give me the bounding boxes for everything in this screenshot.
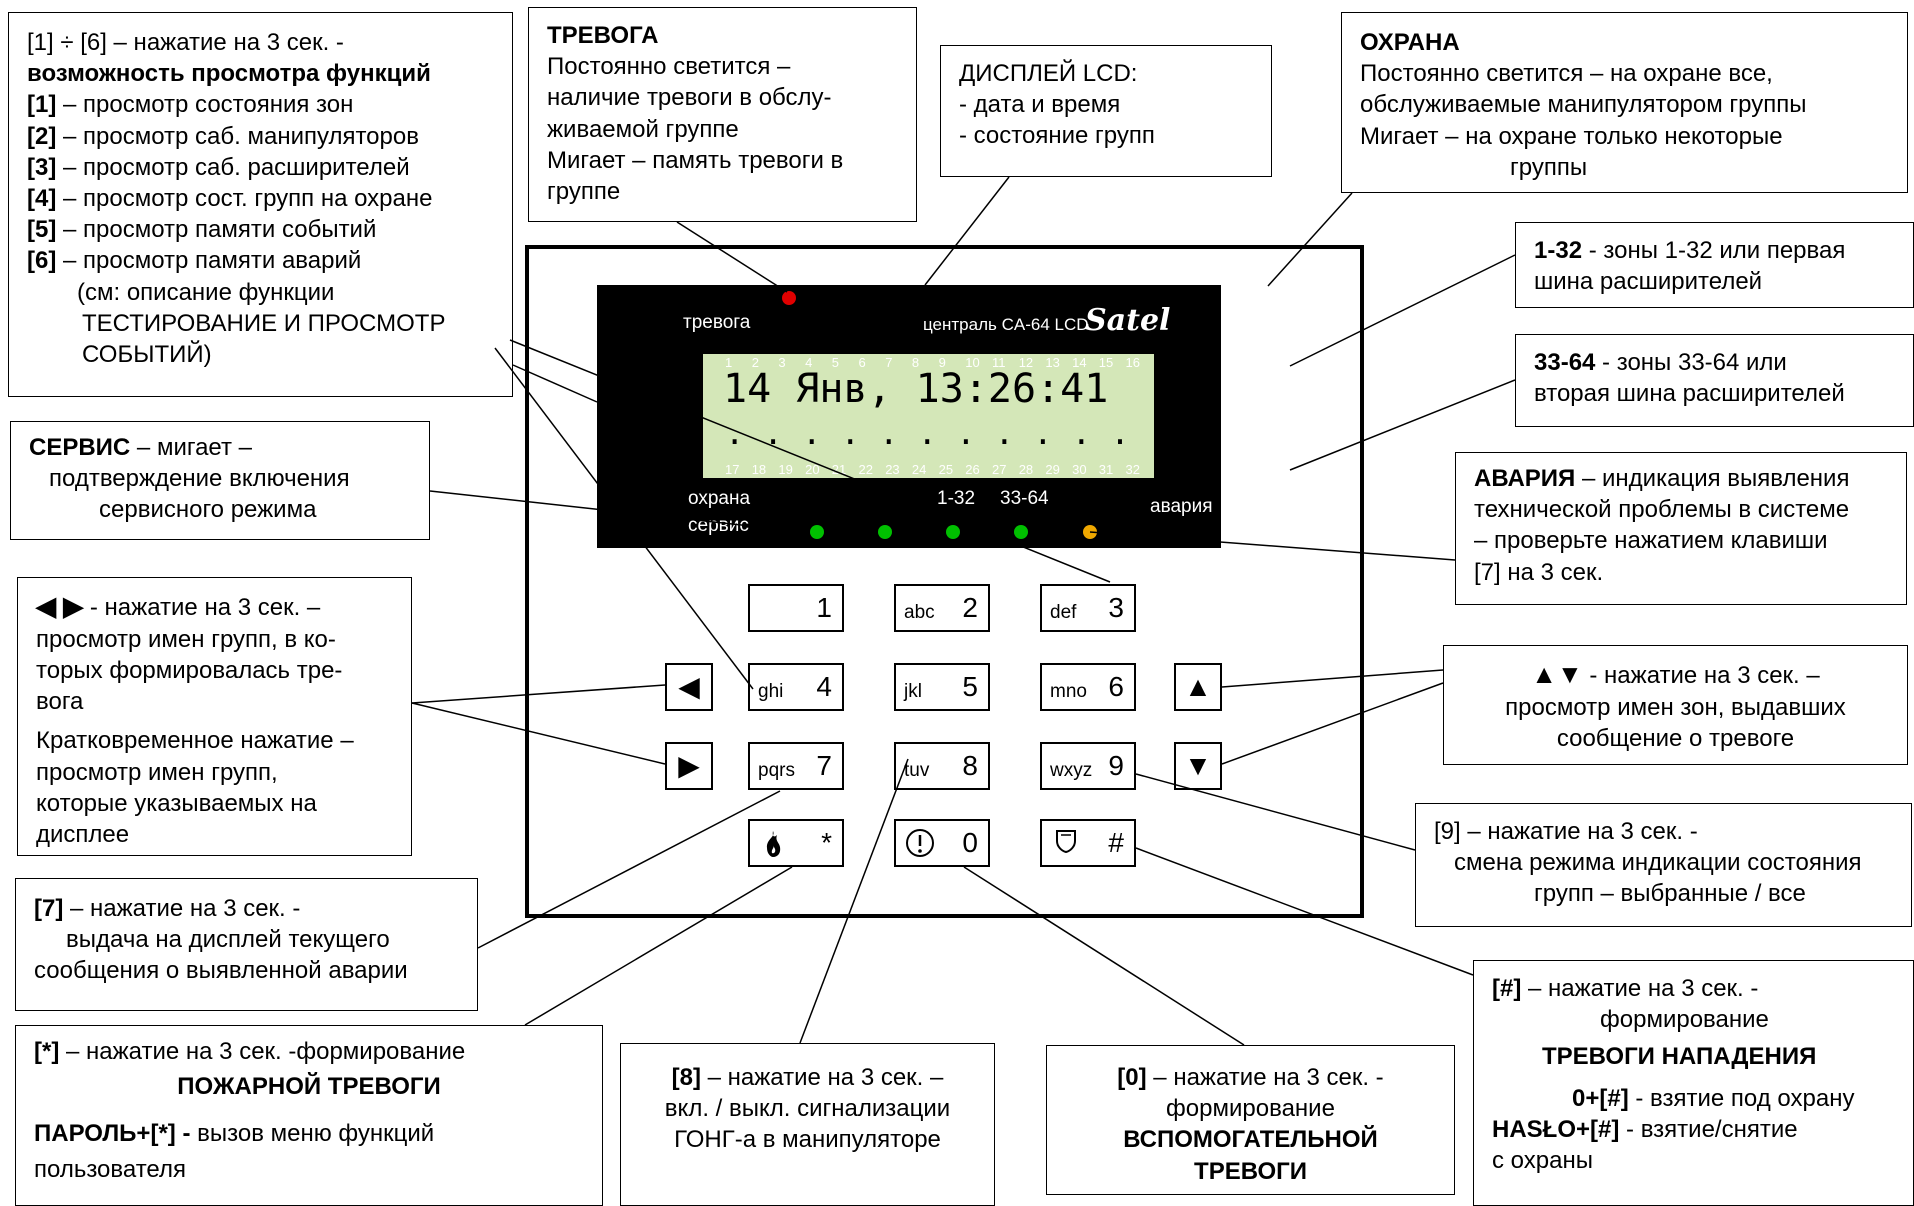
zones-1-32-callout: 1-32 - зоны 1-32 или первая шина расшири… (1515, 222, 1914, 308)
left-right-callout: ◀ ▶ - нажатие на 3 сек. – просмотр имен … (17, 577, 412, 856)
lcd-zone-number: 18 (751, 462, 767, 477)
model-label: централь CA-64 LCD (923, 315, 1089, 334)
alarm-led-label: тревога (683, 312, 751, 333)
up-down-callout: ▲▼ - нажатие на 3 сек. – просмотр имен з… (1443, 645, 1908, 765)
lcd-zone-number: 28 (1018, 462, 1034, 477)
lcd-zone-number: 25 (938, 462, 954, 477)
zones-1-32-led-label: 1-32 (937, 488, 976, 509)
key-7-callout: [7] – нажатие на 3 сек. - выдача на дисп… (15, 878, 478, 1011)
lcd-zone-number: 22 (858, 462, 873, 477)
lcd-zone-number: 16 (1125, 355, 1140, 370)
fault-callout: АВАРИЯ – индикация выявления технической… (1455, 452, 1907, 605)
lcd-zone-number: 19 (778, 462, 793, 477)
lcd-line-2: . . . . . . . . . . . . . (725, 414, 1207, 452)
key-0[interactable]: 0 (894, 819, 990, 867)
alarm-led (782, 291, 796, 305)
down-arrow-key[interactable]: ▼ (1174, 742, 1222, 790)
key-0-callout: [0] – нажатие на 3 сек. - формирование В… (1046, 1045, 1455, 1195)
key-9-callout: [9] – нажатие на 3 сек. - смена режима и… (1415, 803, 1912, 927)
zones-1-32-led (946, 525, 960, 539)
guard-callout: ОХРАНА Постоянно светится – на охране вс… (1341, 12, 1908, 193)
lcd-zone-number: 20 (805, 462, 820, 477)
shield-icon (1056, 830, 1076, 854)
lcd-line-1: 14 Янв, 13:26:41 (723, 366, 1109, 412)
lcd-zone-number: 27 (992, 462, 1007, 477)
lcd-zone-number: 21 (831, 462, 847, 477)
exclamation-circle-icon (906, 829, 934, 857)
lcd-zone-number: 24 (911, 462, 927, 477)
alarm-callout: ТРЕВОГА Постоянно светится – наличие тре… (528, 7, 917, 222)
key-8-callout: [8] – нажатие на 3 сек. – вкл. / выкл. с… (620, 1043, 995, 1206)
service-led-label: сервис (688, 515, 749, 536)
lcd-zone-number: 30 (1072, 462, 1087, 477)
functions-callout: [1] ÷ [6] – нажатие на 3 сек. - возможно… (8, 12, 513, 397)
lcd-zone-number: 29 (1045, 462, 1060, 477)
lcd-zone-number: 26 (965, 462, 980, 477)
zones-33-64-callout: 33-64 - зоны 33-64 или вторая шина расши… (1515, 334, 1914, 427)
zones-33-64-led-label: 33-64 (1000, 488, 1049, 509)
key-star[interactable]: * (748, 819, 844, 867)
display-callout: ДИСПЛЕЙ LCD: - дата и время - состояние … (940, 45, 1272, 177)
key-1[interactable]: 1 (748, 584, 844, 632)
zones-33-64-led (1014, 525, 1028, 539)
lcd-zone-number: 32 (1125, 462, 1140, 477)
service-callout: СЕРВИС – мигает – подтверждение включени… (10, 421, 430, 540)
left-arrow-key[interactable]: ◀ (665, 663, 713, 711)
guard-led (878, 525, 892, 539)
flame-icon (766, 831, 781, 857)
star-callout: [*] – нажатие на 3 сек. -формирование ПО… (15, 1025, 603, 1206)
hash-callout: [#] – нажатие на 3 сек. - формирование Т… (1473, 960, 1914, 1206)
right-arrow-key[interactable]: ▶ (665, 742, 713, 790)
up-arrow-key[interactable]: ▲ (1174, 663, 1222, 711)
key-hash[interactable]: # (1040, 819, 1136, 867)
fault-led (1083, 525, 1097, 539)
lcd-zone-number: 31 (1098, 462, 1114, 477)
lcd-zone-number: 23 (885, 462, 900, 477)
fault-led-label: авария (1150, 496, 1213, 517)
lcd-zone-number: 17 (725, 462, 740, 477)
service-led (810, 525, 824, 539)
guard-led-label: охрана (688, 488, 751, 509)
satel-logo: Satel (1085, 303, 1171, 338)
